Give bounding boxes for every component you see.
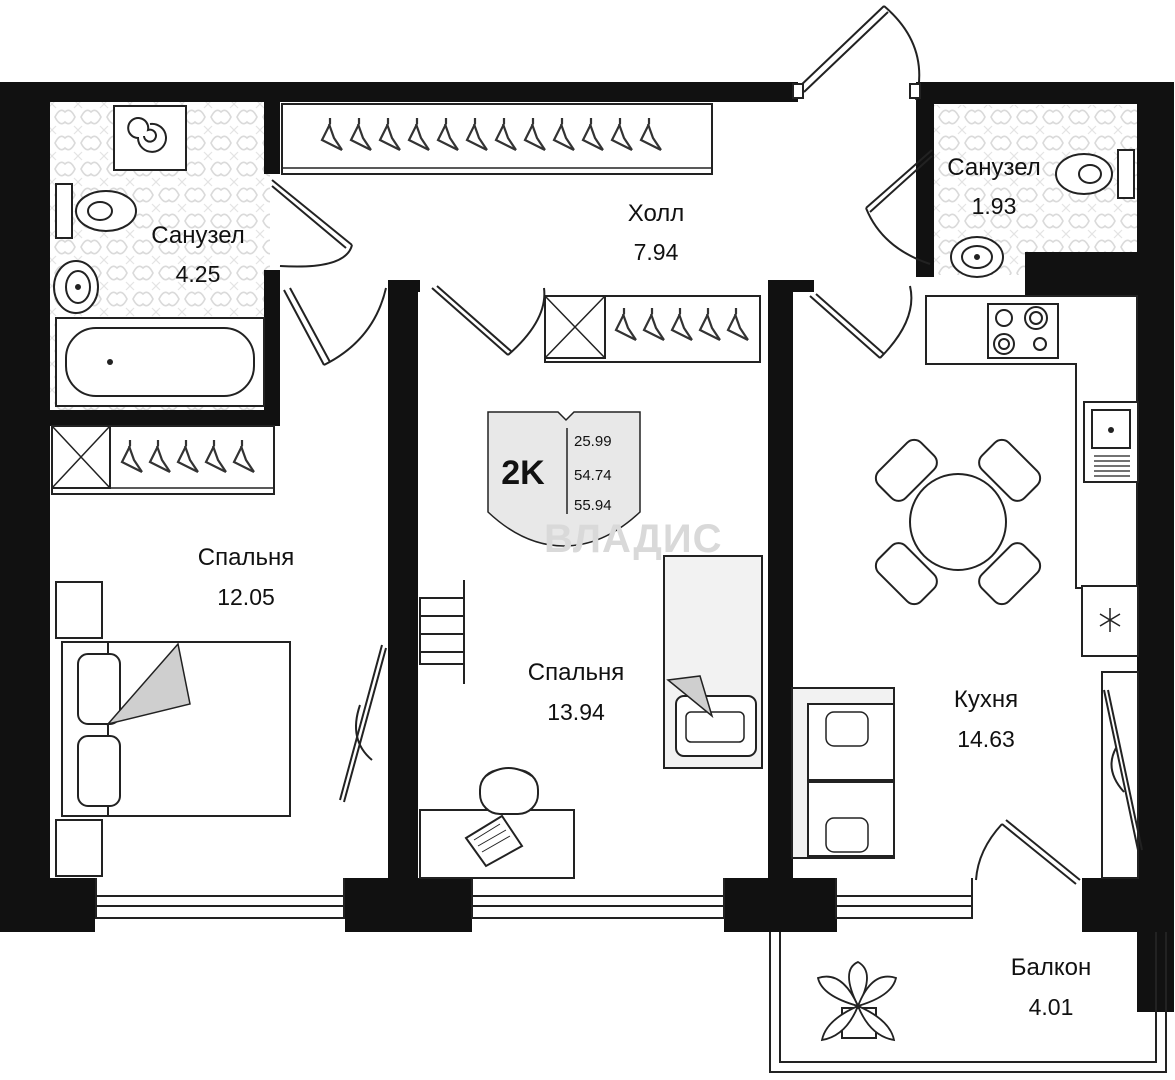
total-area-balcony-value: 55.94 — [574, 497, 612, 514]
dining-table-icon — [874, 438, 1042, 606]
wardrobe-icon — [51, 425, 275, 495]
wardrobe-icon — [281, 103, 713, 175]
sofa-icon — [791, 687, 895, 859]
kitchen-counter — [925, 295, 1138, 589]
stove-icon — [987, 303, 1059, 359]
watermark: ВЛАДИС — [544, 517, 722, 561]
toilet-icon — [55, 183, 137, 239]
door-icon[interactable] — [431, 285, 546, 356]
plant-icon — [816, 960, 898, 1042]
door-icon[interactable] — [975, 819, 1081, 885]
room-area-kitchen: 14.63 — [957, 726, 1015, 752]
room-name-hall: Холл — [628, 200, 685, 227]
sink-icon — [950, 236, 1004, 278]
window-icon — [339, 644, 387, 803]
bathtub-icon — [55, 317, 265, 407]
wardrobe-icon — [544, 295, 761, 363]
door-icon[interactable] — [865, 149, 933, 265]
room-area-hall: 7.94 — [634, 239, 679, 265]
bed-icon — [55, 581, 291, 877]
kitchen-sink-icon — [1083, 401, 1139, 483]
boiler-icon — [113, 105, 187, 171]
apartment-type: 2K — [501, 454, 545, 492]
room-name-bedroom-left: Спальня — [198, 544, 294, 571]
room-area-bedroom-center: 13.94 — [547, 699, 605, 725]
toilet-icon — [1055, 149, 1135, 199]
room-area-bedroom-left: 12.05 — [217, 584, 275, 610]
room-name-balcony: Балкон — [1011, 954, 1091, 981]
armchair-icon — [663, 555, 763, 769]
window-icon — [835, 878, 973, 919]
door-icon[interactable] — [809, 285, 913, 359]
entry-door-icon[interactable] — [792, 5, 921, 101]
room-area-balcony: 4.01 — [1029, 994, 1074, 1020]
door-icon[interactable] — [271, 179, 353, 268]
sink-icon — [53, 260, 99, 314]
laptop-icon — [464, 814, 524, 868]
window-icon — [471, 878, 725, 919]
room-area-bath-left: 4.25 — [176, 261, 221, 287]
walls — [0, 82, 1174, 1012]
room-name-bedroom-center: Спальня — [528, 659, 624, 686]
room-name-kitchen: Кухня — [954, 686, 1018, 713]
room-name-bath-left: Санузел — [151, 222, 245, 249]
balcony-outline — [769, 932, 1167, 1073]
window-icon — [1101, 671, 1143, 879]
living-area-value: 25.99 — [574, 433, 612, 450]
total-area-value: 54.74 — [574, 467, 612, 484]
chair-icon — [479, 767, 539, 815]
wall-bars-icon — [419, 580, 465, 684]
room-name-bath-right: Санузел — [947, 154, 1041, 181]
room-area-bath-right: 1.93 — [972, 193, 1017, 219]
window-icon — [95, 878, 345, 919]
door-icon[interactable] — [283, 287, 387, 366]
apartment-badge — [487, 411, 641, 547]
fridge-icon — [1081, 585, 1139, 657]
